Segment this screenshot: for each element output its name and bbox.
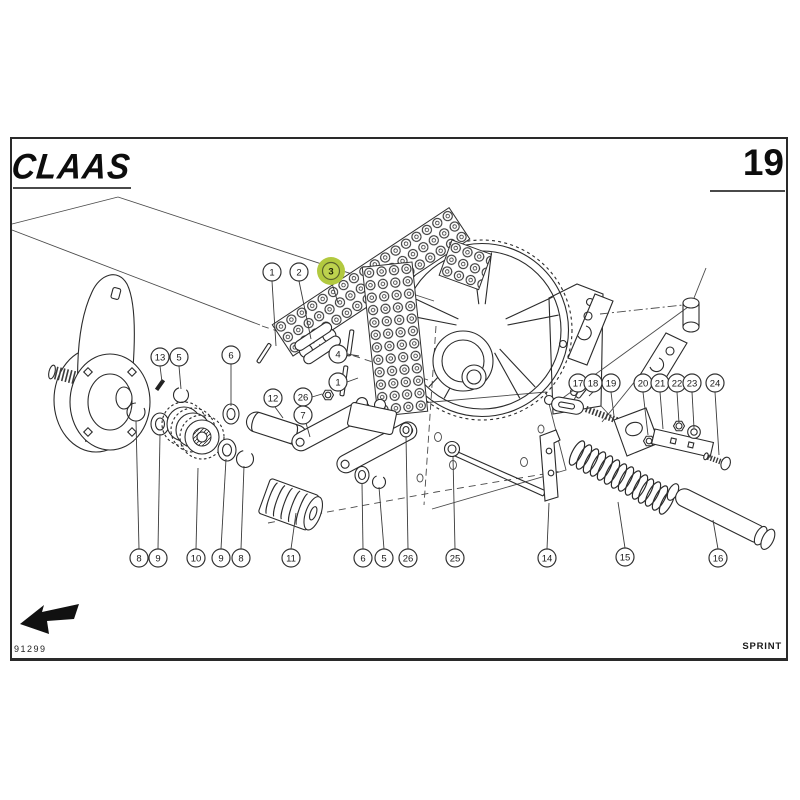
- svg-text:21: 21: [655, 378, 666, 389]
- pivot-block: [347, 397, 397, 436]
- chain-pin-b: [346, 329, 355, 357]
- svg-text:13: 13: [155, 352, 166, 363]
- svg-text:7: 7: [300, 410, 305, 421]
- svg-text:11: 11: [286, 553, 296, 564]
- roller-chain: [271, 207, 493, 417]
- sprocket-shaft-parts: [126, 378, 315, 469]
- callout-19[interactable]: 19: [601, 373, 621, 393]
- logo-underline: [13, 187, 131, 189]
- callout-8b[interactable]: 8: [231, 548, 251, 568]
- callout-20[interactable]: 20: [633, 373, 653, 393]
- callout-18[interactable]: 18: [583, 373, 603, 393]
- callout-7[interactable]: 7: [293, 405, 313, 425]
- page-number-underline: [710, 190, 785, 192]
- triple-sprocket: [161, 401, 225, 460]
- callout-26[interactable]: 26: [293, 387, 313, 407]
- svg-text:23: 23: [687, 378, 698, 389]
- svg-text:3: 3: [328, 266, 333, 277]
- rod-16: [666, 483, 776, 550]
- callout-24[interactable]: 24: [705, 373, 725, 393]
- gearbox-housing: [48, 274, 151, 453]
- svg-text:5: 5: [381, 553, 386, 564]
- callout-9[interactable]: 9: [148, 548, 168, 568]
- pin-25: [443, 440, 547, 497]
- leader-lines: [135, 279, 720, 550]
- svg-text:4: 4: [335, 349, 340, 360]
- svg-text:1: 1: [269, 267, 274, 278]
- callout-13[interactable]: 13: [150, 347, 170, 367]
- callout-21[interactable]: 21: [650, 373, 670, 393]
- callout-8[interactable]: 8: [129, 548, 149, 568]
- callout-5[interactable]: 5: [169, 347, 189, 367]
- svg-text:9: 9: [218, 553, 223, 564]
- bushing: [682, 267, 707, 333]
- svg-text:6: 6: [360, 553, 365, 564]
- page-border-frame: [10, 137, 788, 661]
- page-number: 19: [742, 142, 784, 183]
- callout-10[interactable]: 10: [186, 548, 206, 568]
- callout-26b[interactable]: 26: [398, 548, 418, 568]
- model-name: SPRINT: [742, 641, 782, 652]
- svg-text:8: 8: [238, 553, 243, 564]
- callout-11[interactable]: 11: [281, 548, 301, 568]
- svg-text:6: 6: [228, 350, 233, 361]
- svg-text:2: 2: [296, 267, 301, 278]
- callouts: 1 2 3 4 1 26 7 13 5 6 12 17 18 19 20 21 …: [129, 257, 728, 568]
- svg-text:12: 12: [268, 393, 279, 404]
- svg-text:17: 17: [573, 378, 584, 389]
- svg-text:22: 22: [672, 378, 683, 389]
- svg-text:25: 25: [450, 553, 461, 564]
- callout-16[interactable]: 16: [708, 548, 728, 568]
- bolt-24: [703, 452, 732, 471]
- chain-master-link: [294, 322, 341, 365]
- tensioner-assembly: [543, 385, 732, 471]
- direction-arrow-icon: [20, 604, 79, 634]
- svg-text:26: 26: [298, 392, 309, 403]
- chain-pin-a: [256, 343, 272, 364]
- svg-text:16: 16: [713, 553, 724, 564]
- pin-13: [154, 378, 166, 392]
- callout-2[interactable]: 2: [289, 262, 309, 282]
- callout-15[interactable]: 15: [615, 547, 635, 567]
- callout-1b[interactable]: 1: [328, 372, 348, 392]
- svg-text:10: 10: [191, 553, 202, 564]
- callout-12[interactable]: 12: [263, 388, 283, 408]
- bar-14: [539, 429, 561, 502]
- callout-3-highlighted[interactable]: 3: [317, 257, 345, 285]
- svg-text:24: 24: [710, 378, 721, 389]
- svg-text:5: 5: [176, 352, 181, 363]
- svg-text:19: 19: [606, 378, 617, 389]
- svg-text:26: 26: [403, 553, 414, 564]
- callout-6[interactable]: 6: [221, 345, 241, 365]
- sprocket-wheel: [391, 239, 573, 421]
- wheel-hub: [432, 330, 494, 392]
- callout-23[interactable]: 23: [682, 373, 702, 393]
- svg-text:1: 1: [335, 377, 340, 388]
- svg-text:14: 14: [542, 553, 553, 564]
- svg-text:18: 18: [588, 378, 599, 389]
- svg-text:15: 15: [620, 552, 631, 563]
- svg-text:9: 9: [155, 553, 160, 564]
- svg-text:20: 20: [638, 378, 649, 389]
- link-arms: [291, 389, 418, 490]
- coil-spring: [568, 440, 676, 515]
- callout-9b[interactable]: 9: [211, 548, 231, 568]
- grooved-roller: [258, 478, 324, 531]
- svg-text:8: 8: [136, 553, 141, 564]
- callout-14[interactable]: 14: [537, 548, 557, 568]
- callout-5b[interactable]: 5: [374, 548, 394, 568]
- bar-21: [650, 428, 715, 458]
- callout-6b[interactable]: 6: [353, 548, 373, 568]
- document-code: 91299: [14, 644, 47, 654]
- callout-25[interactable]: 25: [445, 548, 465, 568]
- clevis-17: [551, 396, 584, 415]
- callout-1[interactable]: 1: [262, 262, 282, 282]
- callout-4[interactable]: 4: [328, 344, 348, 364]
